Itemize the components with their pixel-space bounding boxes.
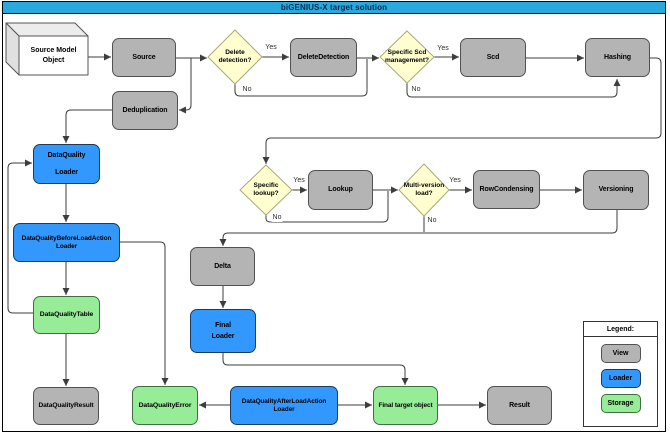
edge-final-loader-to-final-target-object (222, 353, 409, 385)
node-label-line: Delta (214, 262, 231, 270)
node-multi-version-decision (398, 163, 450, 217)
node-label-line: load? (415, 190, 433, 197)
node-specific-lookup-decision (239, 164, 293, 216)
node-rowcondensing: RowCondensing (473, 170, 540, 209)
node-label-line: Specific Scd (387, 49, 427, 56)
node-label-line: management? (384, 57, 430, 64)
node-label-line: DataQualityError (138, 401, 192, 409)
node-label-line: Deduplication (122, 106, 168, 114)
node-label-line: DataQualityAfterLoadAction (241, 397, 327, 405)
node-dataqualityerror: DataQualityError (132, 386, 198, 425)
node-dataqualitytable: DataQualityTable (33, 296, 100, 334)
node-label-line: Final (215, 321, 231, 329)
node-specific-scd-decision (379, 30, 435, 84)
edge-lookup-decision-no (265, 191, 389, 223)
node-delta: Delta (190, 247, 255, 286)
node-label-line: Object (42, 56, 65, 64)
edge-label-lookup-decision-yes: Yes (292, 177, 306, 185)
node-label-line: Specific (253, 182, 279, 189)
node-label-line: DataQualityBeforeLoadAction (21, 234, 112, 242)
node-result: Result (487, 386, 552, 425)
diagram-title-bar: biGENIUS-X target solution (3, 2, 665, 14)
edge-scd-decision-no-to-hashing (406, 79, 621, 98)
node-label-line: DeleteDetection (297, 53, 350, 61)
node-source: Source (112, 38, 176, 77)
edge-label-scd-decision-yes: Yes (436, 45, 450, 53)
edge-label-delete-detection-yes: Yes (264, 44, 278, 52)
legend-title: Legend: (584, 322, 657, 337)
legend-item-loader: Loader (600, 369, 641, 388)
edge-deduplication-to-dataquality-loader (62, 109, 112, 143)
legend-item-view: View (600, 344, 641, 363)
edge-label-multiversion-no: No (426, 217, 438, 225)
edge-delete-detection-no (234, 59, 368, 97)
node-delete-detection-decision (207, 29, 263, 85)
node-label-line: Delete (225, 49, 245, 56)
edge-label-lookup-decision-no: No (271, 214, 283, 222)
edge-beforeloadaction-to-dataqualityerror (120, 241, 169, 385)
node-final-target-object: Final target object (373, 386, 438, 425)
node-dataqualityresult: DataQualityResult (33, 387, 99, 425)
edges-layer (7, 53, 662, 409)
node-label-line: DataQualityResult (38, 402, 94, 409)
edge-dataqualitytable-to-dataquality-loader (7, 159, 33, 314)
node-label-line: RowCondensing (479, 185, 534, 193)
node-hashing: Hashing (585, 38, 650, 77)
node-label-line: Lookup (328, 186, 353, 193)
node-label-line: Scd (486, 53, 500, 61)
node-label-line: DataQuality (47, 151, 86, 159)
edge-source-branch-to-deduplication (179, 58, 192, 114)
node-label-line: Multi-version (403, 182, 445, 189)
node-deletedetection: DeleteDetection (290, 38, 357, 77)
node-label-line: detection? (218, 57, 252, 64)
node-label-line: Source Model (30, 46, 77, 54)
node-label-line: Loader (273, 405, 295, 413)
node-source-model-object (18, 35, 89, 76)
edge-label-delete-detection-no: No (241, 86, 253, 94)
legend-item-storage: Storage (600, 394, 641, 413)
edge-label-scd-decision-no-to-hashing: No (410, 86, 422, 94)
node-label-line: Loader (55, 168, 78, 176)
node-scd: Scd (460, 38, 526, 77)
node-label-line: lookup? (253, 190, 279, 197)
node-versioning: Versioning (583, 170, 649, 210)
diagram-title: biGENIUS-X target solution (280, 3, 388, 12)
edge-label-multiversion-yes: Yes (448, 177, 462, 185)
edge-versioning-to-delta (219, 210, 618, 246)
node-deduplication: Deduplication (112, 91, 178, 130)
shapes-layer (5, 22, 450, 217)
node-lookup: Lookup (308, 170, 373, 210)
node-label-line: Final target object (378, 401, 433, 409)
node-label-line: Loader (211, 332, 235, 340)
node-label-line: DataQualityTable (39, 311, 94, 318)
node-label-line: Source (132, 53, 156, 61)
node-label-line: Loader (55, 242, 78, 250)
node-label-line: Hashing (604, 53, 631, 61)
edge-hashing-to-lookup-decision (262, 57, 662, 164)
node-label-line: Versioning (598, 186, 634, 193)
node-label-line: Result (509, 401, 530, 409)
